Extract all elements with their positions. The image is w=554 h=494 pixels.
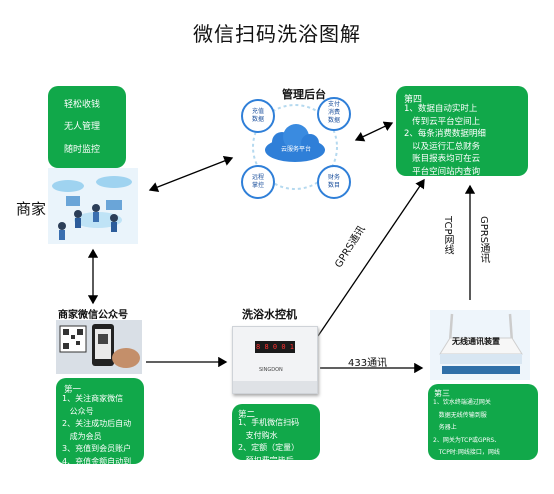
step4-text: 1、数据自动实时上 传到云平台空间上 2、每条消费数据明细 以及运行汇总财务 账… bbox=[404, 104, 486, 177]
merchant-illustration bbox=[48, 168, 138, 244]
merchant-features: 轻松收钱 无人管理 随时监控 bbox=[48, 86, 126, 168]
feature-item: 无人管理 bbox=[64, 122, 101, 132]
mgmt-diagram bbox=[241, 97, 351, 199]
step1-heading: 第一 bbox=[64, 385, 82, 395]
step3-text: 1、饮水终端通过网关 数据无线传输到服 务器上 2、网关为TCP或GPRS、 T… bbox=[433, 399, 517, 481]
mgmt-node-label: 远程 掌控 bbox=[251, 174, 264, 189]
step4-box: 第四 1、数据自动实时上 传到云平台空间上 2、每条消费数据明细 以及运行汇总财… bbox=[396, 86, 528, 177]
controller-title: 洗浴水控机 bbox=[242, 308, 297, 321]
mgmt-title: 管理后台 bbox=[282, 88, 326, 101]
step2-box: 第二 1、手机微信扫码 支付购水 2、定额（定量） 预扣费完毕后 即可用水 bbox=[232, 404, 320, 477]
mgmt-node-label: 充值 数据 bbox=[251, 108, 264, 123]
step1-box: 第一 1、关注商家微信 公众号 2、关注成功后自动 成为会员 3、充值到会员账户… bbox=[56, 378, 144, 491]
mgmt-node bbox=[317, 165, 351, 199]
controller-brand: SINGDON bbox=[259, 367, 283, 373]
cloud-icon bbox=[265, 124, 325, 162]
mgmt-node-label: 支付 消费 数据 bbox=[327, 101, 340, 124]
mgmt-node bbox=[241, 99, 275, 133]
controller-device: 8 8 0 0 1 SINGDON bbox=[232, 326, 318, 394]
merchant-label: 商家 bbox=[14, 198, 49, 219]
step2-heading: 第二 bbox=[238, 410, 256, 420]
router-image bbox=[430, 310, 530, 380]
mgmt-node bbox=[241, 165, 275, 199]
mgmt-node bbox=[317, 97, 351, 131]
gprs-label-vertical: GPRS通讯 bbox=[478, 216, 489, 264]
cloud-platform-label: 云服务平台 bbox=[280, 146, 311, 153]
wechat-title: 商家微信公众号 bbox=[58, 310, 128, 321]
step2-text: 1、手机微信扫码 支付购水 2、定额（定量） 预扣费完毕后 即可用水 bbox=[238, 418, 300, 477]
step1-text: 1、关注商家微信 公众号 2、关注成功后自动 成为会员 3、充值到会员账户 4、… bbox=[62, 394, 132, 491]
mgmt-node-label: 财务 数目 bbox=[327, 174, 340, 189]
433-label: 433通讯 bbox=[348, 358, 388, 369]
feature-item: 随时监控 bbox=[64, 145, 101, 155]
wechat-phone-image bbox=[56, 320, 142, 374]
step4-heading: 第四 bbox=[404, 95, 423, 105]
feature-item: 轻松收钱 bbox=[64, 100, 101, 110]
step3-heading: 第三 bbox=[434, 389, 450, 398]
arrow-mgmt-step4 bbox=[354, 121, 394, 142]
arrow-controller-step4 bbox=[317, 178, 425, 337]
connector-layer bbox=[87, 121, 476, 374]
controller-display: 8 8 0 0 1 bbox=[255, 341, 295, 353]
step3-box: 第三 1、饮水终端通过网关 数据无线传输到服 务器上 2、网关为TCP或GPRS… bbox=[428, 384, 538, 481]
tcp-label: TCP网线 bbox=[442, 216, 453, 255]
router-label: 无线通讯装置 bbox=[452, 337, 500, 346]
page-title: 微信扫码洗浴图解 bbox=[193, 22, 361, 46]
arrow-merchant-mgmt bbox=[148, 155, 234, 193]
